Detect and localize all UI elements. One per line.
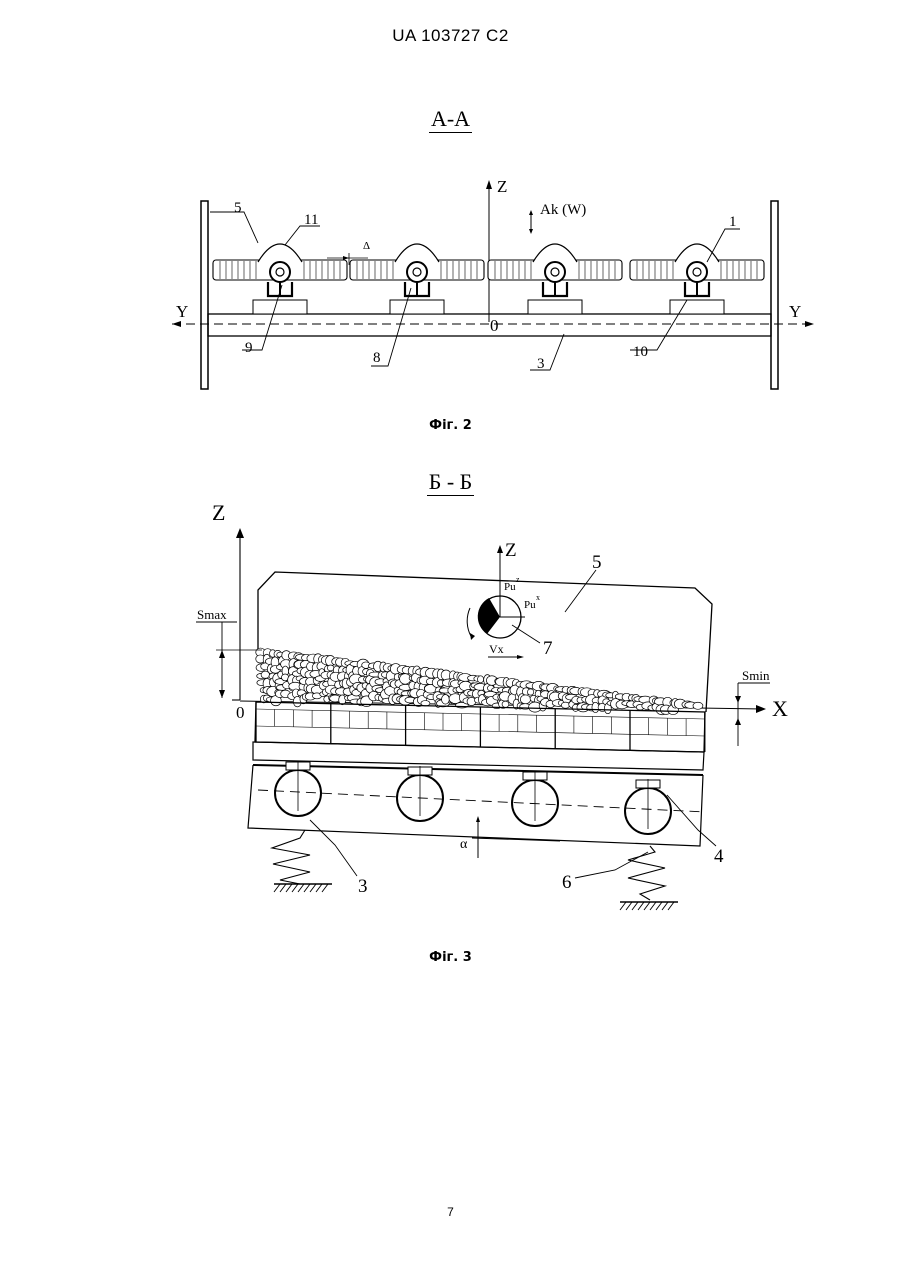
leader-3 bbox=[530, 334, 564, 370]
vibrator-unit bbox=[350, 244, 484, 314]
fig2-ref-8: 8 bbox=[373, 350, 381, 366]
fig3-axis-z-outer-label: Z bbox=[212, 500, 225, 525]
fig2-ref-10: 10 bbox=[633, 344, 648, 360]
figure2-caption: Фіг. 2 bbox=[0, 418, 901, 433]
leader-3 bbox=[310, 820, 357, 876]
fig2-ref-9: 9 bbox=[245, 340, 253, 356]
leader-11 bbox=[285, 226, 320, 245]
roller bbox=[397, 766, 443, 821]
leader-5 bbox=[565, 570, 596, 612]
figure2-drawing: Z Ak (W) Δ Y Y 0 5 11 1 9 8 10 3 bbox=[0, 160, 901, 400]
leader-5 bbox=[210, 212, 258, 243]
vibrator-unit bbox=[630, 244, 764, 314]
figure3-section-title: Б - Б bbox=[427, 469, 475, 496]
fig2-delta-label: Δ bbox=[363, 240, 370, 252]
fig3-force-z-label: Pu bbox=[504, 581, 516, 593]
fig3-axis-x-label: X bbox=[772, 696, 788, 721]
fig3-smin-label: Smin bbox=[742, 668, 770, 683]
fig3-ref-7: 7 bbox=[543, 638, 553, 659]
fig3-ref-3: 3 bbox=[358, 876, 368, 897]
fig2-origin-label: 0 bbox=[490, 316, 499, 335]
spring-left bbox=[272, 830, 310, 884]
fig3-alpha-label: α bbox=[460, 837, 468, 852]
fig3-smax-label: Smax bbox=[197, 607, 227, 622]
figure2-section-title: А-А bbox=[429, 106, 472, 133]
right-side-wall bbox=[771, 201, 778, 389]
y-axis-arrow-right bbox=[805, 321, 814, 327]
leader-6 bbox=[575, 852, 648, 878]
fig2-ref-3: 3 bbox=[537, 356, 545, 372]
fig3-origin-label: 0 bbox=[236, 703, 245, 722]
fig3-axis-z-inner-label: Z bbox=[505, 540, 517, 561]
vibrator-unit bbox=[213, 244, 347, 314]
fig3-force-x-sup: x bbox=[536, 593, 540, 602]
page-number: 7 bbox=[0, 1205, 901, 1219]
spring-right bbox=[628, 846, 665, 900]
y-axis-arrow-left bbox=[172, 321, 181, 327]
figure2-title-wrap: А-А bbox=[0, 107, 901, 131]
vibrator-unit bbox=[488, 244, 622, 314]
fig2-ref-11: 11 bbox=[304, 212, 318, 228]
fig2-ref-5: 5 bbox=[234, 200, 242, 216]
z-axis-arrow bbox=[486, 180, 492, 189]
leader-4 bbox=[667, 795, 716, 846]
roller bbox=[275, 761, 321, 816]
left-side-wall bbox=[201, 201, 208, 389]
fig2-ref-1: 1 bbox=[729, 214, 737, 230]
ground-hatch-left bbox=[274, 884, 328, 892]
figure3-caption: Фіг. 3 bbox=[0, 950, 901, 965]
fig3-force-x-label: Pu bbox=[524, 599, 536, 611]
rollers bbox=[275, 761, 671, 834]
fig2-amplitude-label: Ak (W) bbox=[540, 202, 586, 218]
fig3-force-z-sup: z bbox=[516, 575, 520, 584]
patent-number: UA 103727 C2 bbox=[0, 26, 901, 46]
figure3-drawing: Z Z X 0 Smax Smin Pu z Pu x Vx α 5 7 3 4… bbox=[0, 495, 901, 925]
fig3-ref-4: 4 bbox=[714, 846, 724, 867]
fig2-axis-y-left-label: Y bbox=[176, 302, 188, 321]
fig3-velocity-label: Vx bbox=[489, 642, 504, 656]
fig3-ref-6: 6 bbox=[562, 872, 572, 893]
roller bbox=[512, 771, 558, 826]
fig3-ref-5: 5 bbox=[592, 552, 602, 573]
fig2-axis-y-right-label: Y bbox=[789, 302, 801, 321]
figure3-title-wrap: Б - Б bbox=[0, 470, 901, 494]
roller bbox=[625, 779, 671, 834]
ground-hatch-right bbox=[620, 902, 674, 910]
fig2-axis-z-label: Z bbox=[497, 177, 507, 196]
